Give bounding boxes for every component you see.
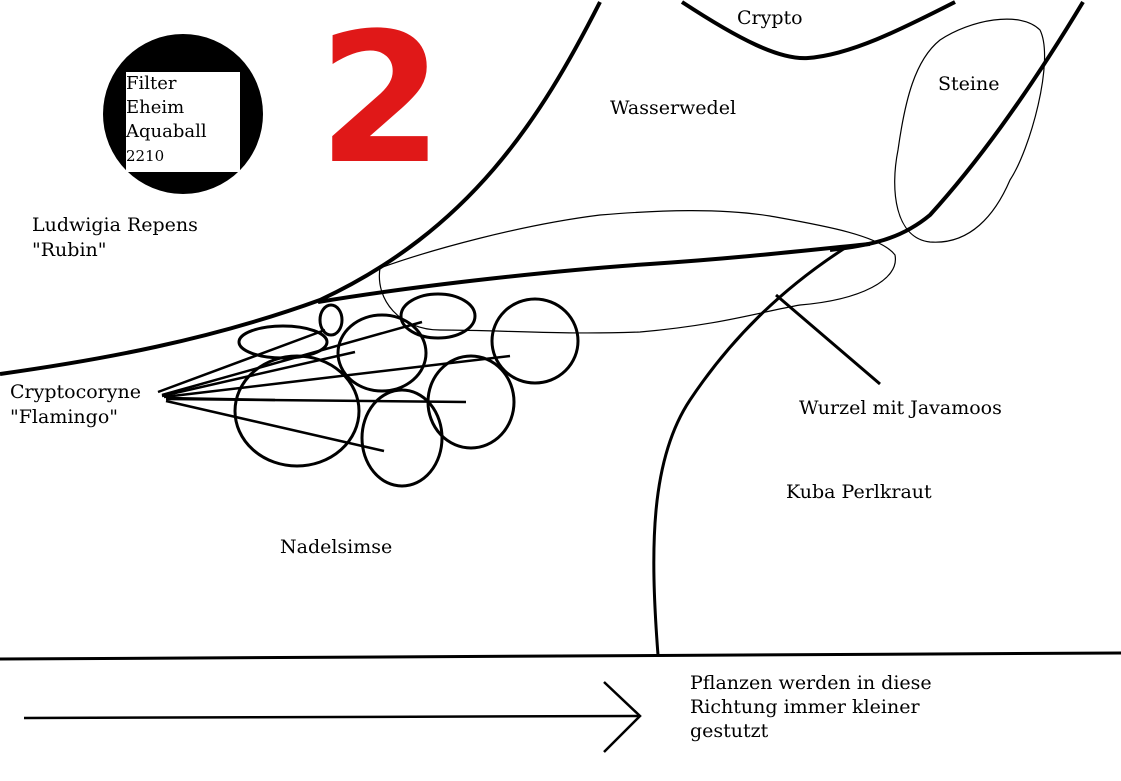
- filter-label: Filter Eheim Aquaball 2210: [126, 72, 240, 172]
- filter-line: Eheim: [126, 97, 185, 118]
- crypto-zone-boundary: [680, 0, 956, 61]
- cryptocoryne-label: Cryptocoryne: [10, 381, 141, 403]
- wurzel-pointer: [775, 293, 881, 386]
- ludwigia-variety-label: "Rubin": [32, 239, 107, 261]
- plant-circle: [360, 388, 444, 488]
- ludwigia-label: Ludwigia Repens: [32, 214, 198, 236]
- note-line: gestutzt: [690, 720, 769, 742]
- note-line: Pflanzen werden in diese: [690, 672, 932, 694]
- crypto-label: Crypto: [737, 7, 803, 29]
- steine-label: Steine: [938, 73, 1000, 95]
- wurzel-outline: [378, 210, 896, 334]
- cryptocoryne-variety-label: "Flamingo": [10, 406, 118, 428]
- front-glass-line: [0, 651, 1121, 661]
- plant-circle: [399, 292, 477, 340]
- plant-circle: [318, 303, 344, 337]
- plant-circle: [336, 313, 428, 393]
- wasserwedel-label: Wasserwedel: [610, 97, 737, 119]
- kuba-label: Kuba Perlkraut: [786, 481, 932, 503]
- direction-arrow-icon: [23, 681, 642, 753]
- nadelsimse-label: Nadelsimse: [280, 536, 393, 558]
- plant-circle: [490, 297, 580, 385]
- filter-line: Aquaball: [126, 121, 207, 142]
- center-zone-boundary: [317, 242, 871, 304]
- filter-model: 2210: [126, 147, 165, 165]
- filter-line: Filter: [126, 73, 177, 94]
- right-zone-boundary: [829, 0, 1085, 252]
- wurzel-label: Wurzel mit Javamoos: [799, 397, 1002, 419]
- left-zone-boundary: [0, 1, 602, 376]
- tank-number: 2: [318, 0, 444, 204]
- cryptocoryne-pointers: [157, 320, 511, 453]
- steine-outline: [894, 18, 1046, 243]
- note-line: Richtung immer kleiner: [690, 696, 920, 718]
- plant-circle: [233, 354, 361, 468]
- kuba-zone-boundary: [652, 246, 846, 656]
